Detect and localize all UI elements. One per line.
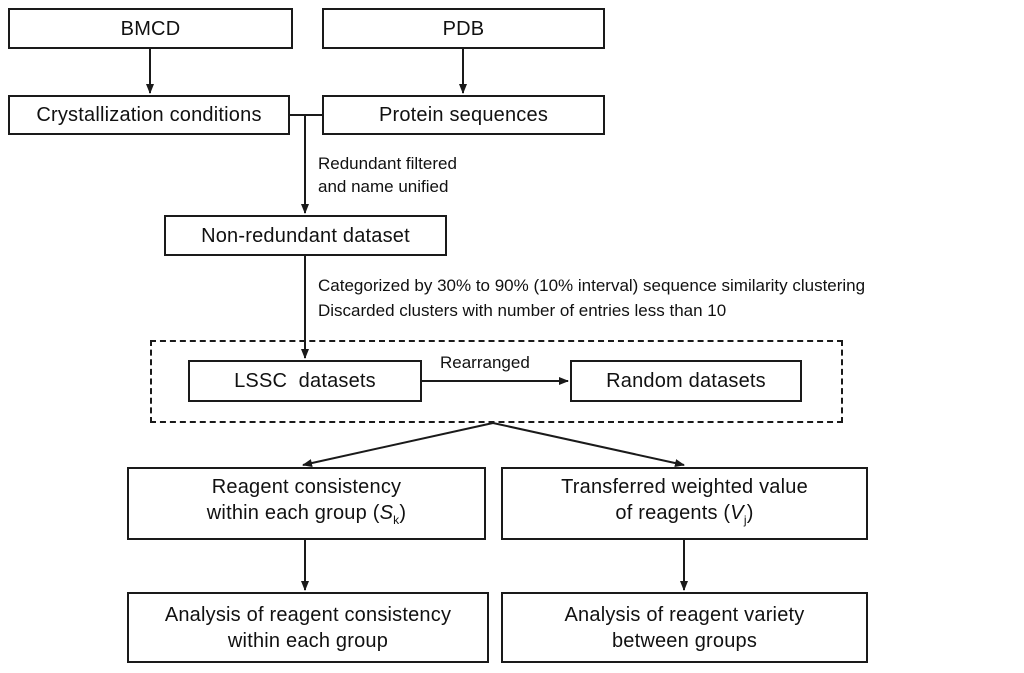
rc-variable: S (379, 502, 394, 524)
rc-suffix: ) (399, 502, 407, 524)
protein-sequences-node: Protein sequences (322, 95, 605, 135)
split-line-right (492, 422, 685, 467)
pdb-node: PDB (322, 8, 605, 49)
non-redundant-dataset-node: Non-redundant dataset (164, 215, 447, 256)
pdb-label: PDB (442, 17, 485, 40)
bmcd-label: BMCD (120, 17, 181, 40)
random-datasets-node: Random datasets (570, 360, 802, 402)
crystallization-conditions-label: Crystallization conditions (36, 104, 262, 126)
tw-variable: V (730, 502, 744, 524)
rc-prefix: within each group ( (206, 502, 380, 524)
filter-annotation-line1: Redundant filtered (318, 154, 457, 173)
lssc-datasets-label: LSSC datasets (234, 370, 376, 392)
categorize-annotation-line1: Categorized by 30% to 90% (10% interval)… (318, 276, 866, 295)
rc-subscript: k (393, 513, 400, 527)
split-line-left (302, 422, 494, 467)
reagent-consistency-line2: within each group (Sk) (207, 500, 406, 533)
lssc-datasets-node: LSSC datasets (188, 360, 422, 402)
categorize-annotation-line2: Discarded clusters with number of entrie… (318, 301, 727, 320)
transferred-weighted-value-node: Transferred weighted value of reagents (… (501, 467, 868, 540)
analysis-consistency-line1: Analysis of reagent consistency (164, 603, 452, 626)
non-redundant-dataset-label: Non-redundant dataset (201, 224, 410, 247)
tw-prefix: of reagents ( (615, 502, 731, 524)
analysis-variety-line1: Analysis of reagent variety (564, 603, 805, 626)
protein-sequences-label: Protein sequences (378, 104, 549, 126)
dataset-group-frame (150, 340, 843, 423)
tw-suffix: ) (746, 502, 754, 524)
transferred-weighted-line2: of reagents (Vj) (615, 500, 753, 533)
analysis-consistency-node: Analysis of reagent consistency within e… (127, 592, 489, 663)
transferred-weighted-line1: Transferred weighted value (561, 476, 808, 498)
bmcd-node: BMCD (8, 8, 293, 49)
reagent-consistency-line1: Reagent consistency (211, 476, 402, 498)
analysis-variety-node: Analysis of reagent variety between grou… (501, 592, 868, 663)
analysis-variety-line2: between groups (611, 629, 758, 652)
reagent-consistency-node: Reagent consistency within each group (S… (127, 467, 486, 540)
random-datasets-label: Random datasets (606, 370, 766, 392)
tw-subscript: j (743, 513, 747, 527)
analysis-consistency-line2: within each group (227, 629, 389, 652)
filter-annotation-line2: and name unified (318, 177, 449, 196)
rearranged-label: Rearranged (440, 353, 530, 372)
crystallization-conditions-node: Crystallization conditions (8, 95, 290, 135)
